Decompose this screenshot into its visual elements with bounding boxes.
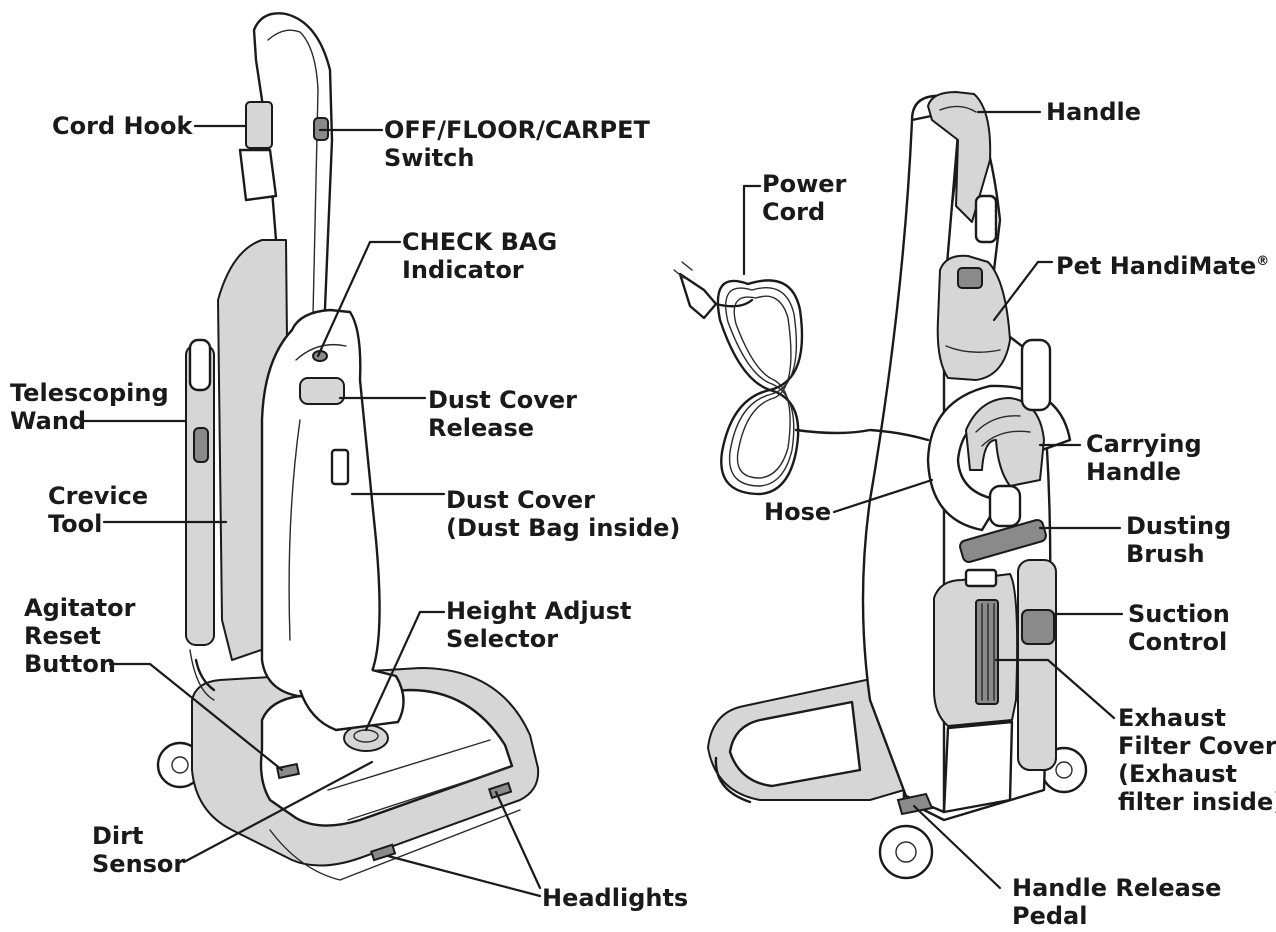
label-handle-release-pedal: Handle Release Pedal	[1012, 874, 1221, 930]
label-crevice-tool: Crevice Tool	[48, 482, 148, 538]
label-check-bag-indicator: CHECK BAG Indicator	[402, 228, 557, 284]
label-exhaust-filter-cover: Exhaust Filter Cover (Exhaust filter ins…	[1118, 704, 1276, 816]
label-pet-handimate: Pet HandiMate®	[1056, 248, 1269, 280]
label-off-floor-carpet-switch: OFF/FLOOR/CARPET Switch	[384, 116, 650, 172]
label-dusting-brush: Dusting Brush	[1126, 512, 1231, 568]
cord-hook-shape	[246, 102, 272, 148]
label-dirt-sensor: Dirt Sensor	[92, 822, 185, 878]
label-power-cord: Power Cord	[762, 170, 846, 226]
label-height-adjust-selector: Height Adjust Selector	[446, 597, 632, 653]
label-agitator-reset-button: Agitator Reset Button	[24, 594, 135, 678]
label-carrying-handle: Carrying Handle	[1086, 430, 1202, 486]
power-cord-coil-outer	[718, 280, 802, 494]
label-dust-cover-release: Dust Cover Release	[428, 386, 577, 442]
dust-cover-body	[262, 310, 380, 697]
label-dust-cover: Dust Cover (Dust Bag inside)	[446, 486, 680, 542]
label-suction-control: Suction Control	[1128, 600, 1230, 656]
label-cord-hook: Cord Hook	[52, 112, 193, 140]
suction-control-shape	[1018, 560, 1056, 770]
label-handle: Handle	[1046, 98, 1141, 126]
dust-cover-release-shape	[300, 378, 344, 404]
label-telescoping-wand: Telescoping Wand	[10, 379, 169, 435]
label-hose: Hose	[764, 498, 831, 526]
rear-left-wheel	[880, 826, 932, 878]
registered-mark: ®	[1256, 254, 1269, 269]
label-headlights: Headlights	[542, 884, 688, 912]
